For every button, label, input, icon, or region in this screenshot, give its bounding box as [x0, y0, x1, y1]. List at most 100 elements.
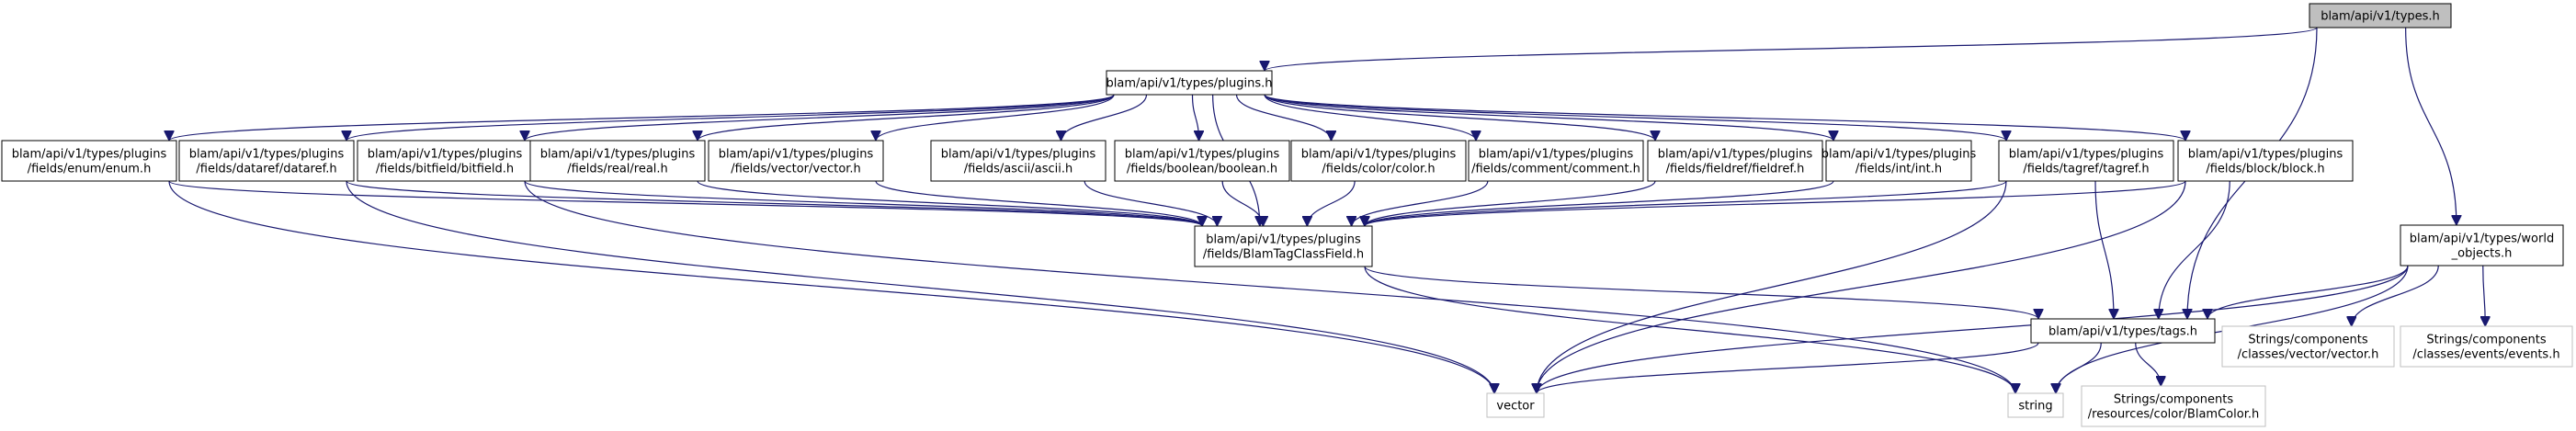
- node-types: blam/api/v1/types.h: [2309, 3, 2452, 28]
- node-dataref[interactable]: blam/api/v1/types/plugins/fields/dataref…: [178, 140, 355, 182]
- edge-plugins-to-bitfield: [525, 94, 1115, 142]
- edge-color-to-btcf: [1307, 180, 1356, 227]
- edge-plugins-to-dataref: [346, 94, 1115, 142]
- node-box: [357, 140, 533, 182]
- node-svec: Strings/components/classes/vector/vector…: [2221, 325, 2395, 368]
- node-box: [2007, 392, 2064, 418]
- node-box: [708, 140, 884, 182]
- node-enum[interactable]: blam/api/v1/types/plugins/fields/enum/en…: [1, 140, 177, 182]
- node-box: [1, 140, 177, 182]
- edge-types-to-world: [2405, 27, 2457, 225]
- node-box: [2221, 325, 2395, 368]
- edge-boolean-to-btcf: [1221, 180, 1263, 227]
- node-box: [2081, 385, 2266, 427]
- edge-tagref-to-tags: [2094, 180, 2114, 319]
- edge-btcf-to-string: [1364, 266, 2015, 393]
- edge-bitfield-to-btcf: [524, 180, 1202, 227]
- node-boolean[interactable]: blam/api/v1/types/plugins/fields/boolean…: [1114, 140, 1290, 182]
- node-label: blam/api/v1/types/tags.h: [2048, 325, 2197, 339]
- node-label: Strings/components: [2248, 334, 2367, 347]
- edge-plugins-to-block: [1264, 94, 2185, 142]
- node-string: string: [2007, 392, 2064, 418]
- node-label: blam/api/v1/types.h: [2321, 10, 2440, 24]
- edge-tagref-to-vector: [1537, 180, 2007, 393]
- node-box: [1825, 140, 1972, 182]
- node-label: /classes/events/events.h: [2412, 348, 2559, 362]
- edge-plugins-to-vectorf: [876, 94, 1115, 142]
- edge-block-to-btcf: [1365, 180, 2186, 227]
- node-label: blam/api/v1/types/plugins: [12, 148, 167, 162]
- node-real[interactable]: blam/api/v1/types/plugins/fields/real/re…: [529, 140, 706, 182]
- node-box: [1114, 140, 1290, 182]
- edge-vectorf-to-btcf: [875, 180, 1202, 227]
- node-tagref[interactable]: blam/api/v1/types/plugins/fields/tagref/…: [1998, 140, 2174, 182]
- node-tags[interactable]: blam/api/v1/types/tags.h: [2030, 318, 2216, 344]
- node-label: /fields/vector/vector.h: [731, 163, 861, 176]
- node-box: [1998, 140, 2174, 182]
- node-label: Strings/components: [2114, 393, 2233, 407]
- edge-btcf-to-tags: [1364, 266, 2038, 320]
- edge-plugins-to-real: [698, 94, 1115, 142]
- node-label: blam/api/v1/types/plugins: [1125, 148, 1280, 162]
- node-box: [1647, 140, 1823, 182]
- node-label: /fields/dataref/dataref.h: [196, 163, 336, 176]
- node-label: /fields/tagref/tagref.h: [2023, 163, 2149, 176]
- node-label: /fields/color/color.h: [1322, 163, 1435, 176]
- node-label: blam/api/v1/types/plugins: [1206, 233, 1361, 247]
- node-label: blam/api/v1/types/plugins: [2188, 148, 2343, 162]
- edge-bitfield-to-string: [524, 180, 2015, 393]
- node-label: blam/api/v1/types/plugins: [368, 148, 523, 162]
- edge-int-to-btcf: [1365, 180, 1834, 227]
- node-btcf[interactable]: blam/api/v1/types/plugins/fields/BlamTag…: [1194, 225, 1373, 267]
- node-label: /fields/int/int.h: [1855, 163, 1942, 176]
- node-label: /fields/BlamTagClassField.h: [1203, 248, 1364, 262]
- node-box: [2309, 3, 2452, 28]
- node-box: [1486, 392, 1545, 418]
- node-block[interactable]: blam/api/v1/types/plugins/fields/block/b…: [2177, 140, 2354, 182]
- node-int[interactable]: blam/api/v1/types/plugins/fields/int/int…: [1821, 140, 1977, 182]
- edge-world-to-svec: [2352, 265, 2439, 327]
- node-box: [2177, 140, 2354, 182]
- edge-dataref-to-btcf: [346, 180, 1202, 227]
- node-box: [1194, 225, 1373, 267]
- node-plugins[interactable]: blam/api/v1/types/plugins.h: [1106, 70, 1273, 96]
- node-comment[interactable]: blam/api/v1/types/plugins/fields/comment…: [1468, 140, 1644, 182]
- edge-world-to-sevents: [2483, 265, 2486, 326]
- node-label: /fields/ascii/ascii.h: [964, 163, 1073, 176]
- edge-block-to-tags: [2159, 180, 2230, 319]
- edge-block-to-vector: [1537, 180, 2186, 393]
- edge-ascii-to-btcf: [1084, 180, 1217, 227]
- node-world[interactable]: blam/api/v1/types/world_objects.h: [2400, 224, 2564, 267]
- edge-plugins-to-int: [1264, 94, 1833, 142]
- node-bcolor: Strings/components/resources/color/BlamC…: [2081, 385, 2266, 427]
- node-label: vector: [1496, 400, 1535, 414]
- node-label: blam/api/v1/types/plugins: [1658, 148, 1813, 162]
- node-ascii[interactable]: blam/api/v1/types/plugins/fields/ascii/a…: [930, 140, 1106, 182]
- edge-plugins-to-boolean: [1191, 94, 1199, 141]
- node-vector: vector: [1486, 392, 1545, 418]
- node-label: blam/api/v1/types/plugins: [2009, 148, 2164, 162]
- node-label: _objects.h: [2451, 247, 2513, 261]
- node-label: blam/api/v1/types/plugins: [189, 148, 345, 162]
- edge-plugins-to-enum: [169, 94, 1115, 142]
- node-fieldref[interactable]: blam/api/v1/types/plugins/fields/fieldre…: [1647, 140, 1823, 182]
- edge-plugins-to-ascii: [1061, 94, 1148, 142]
- node-vectorf[interactable]: blam/api/v1/types/plugins/fields/vector/…: [708, 140, 884, 182]
- node-label: /resources/color/BlamColor.h: [2088, 408, 2259, 422]
- node-label: /fields/fieldref/fieldref.h: [1666, 163, 1805, 176]
- node-box: [2400, 224, 2564, 267]
- edge-types-to-plugins: [1265, 27, 2318, 72]
- node-bitfield[interactable]: blam/api/v1/types/plugins/fields/bitfiel…: [357, 140, 533, 182]
- node-sevents: Strings/components/classes/events/events…: [2400, 325, 2573, 368]
- node-label: /fields/real/real.h: [567, 163, 668, 176]
- node-label: /classes/vector/vector.h: [2238, 348, 2379, 362]
- node-label: /fields/comment/comment.h: [1471, 163, 1640, 176]
- node-box: [930, 140, 1106, 182]
- node-label: Strings/components: [2426, 334, 2546, 347]
- edge-plugins-to-tagref: [1264, 94, 2006, 142]
- edges-layer: [169, 27, 2486, 394]
- edge-tags-to-bcolor: [2135, 342, 2162, 387]
- node-color[interactable]: blam/api/v1/types/plugins/fields/color/c…: [1290, 140, 1467, 182]
- edge-plugins-to-comment: [1264, 94, 1476, 142]
